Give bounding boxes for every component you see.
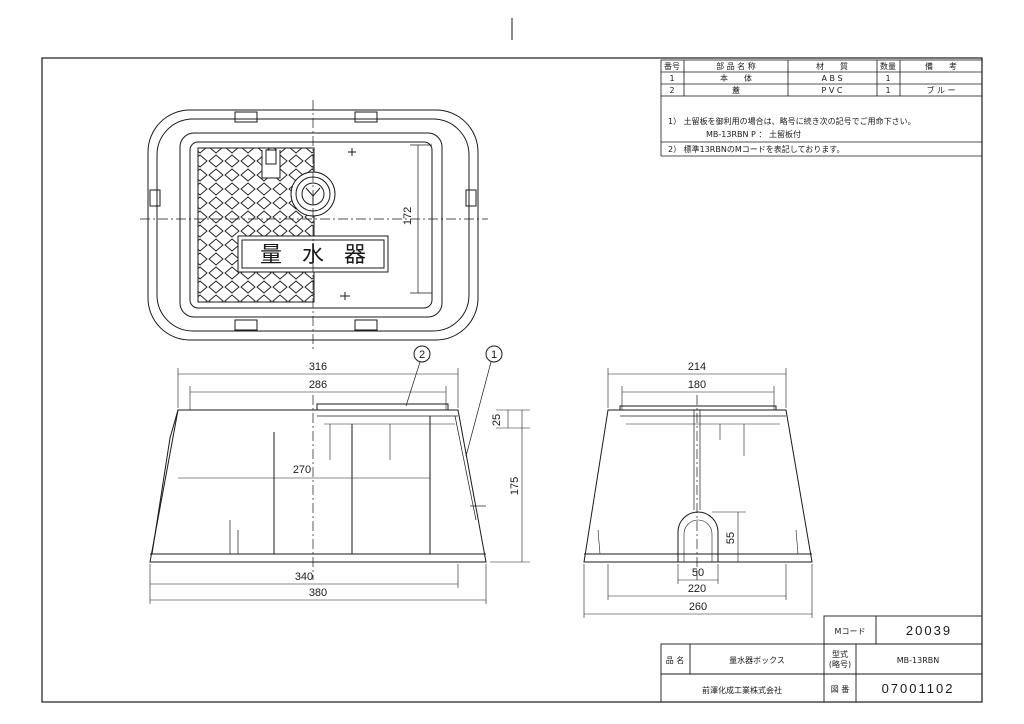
m-code-label: Mコード — [835, 627, 866, 636]
table-row-2-remark: ブ ル ー — [926, 85, 955, 95]
table-header-remark: 備 考 — [925, 61, 957, 71]
front-view — [149, 345, 530, 604]
lid-char-2: 水 — [302, 243, 324, 268]
top-view — [140, 100, 488, 352]
note-1-sub: MB-13RBN P ： 土留板付 — [706, 129, 801, 139]
dim-260: 260 — [689, 601, 707, 613]
lid-char-3: 器 — [344, 243, 366, 268]
dim-380: 380 — [309, 587, 327, 599]
table-row-2-no: 2 — [669, 86, 674, 95]
table-header-no: 番号 — [664, 61, 680, 71]
table-row-2-name: 蓋 — [732, 85, 740, 95]
table-row-1-no: 1 — [669, 74, 674, 83]
dim-175: 175 — [509, 477, 521, 495]
table-row-2-material: P V C — [822, 86, 843, 95]
name-label: 品 名 — [666, 655, 685, 665]
dim-25: 25 — [491, 414, 503, 426]
company-name: 前澤化成工業株式会社 — [702, 685, 782, 695]
model-label: 型式 — [832, 649, 848, 659]
drawing-no-value: 07001102 — [882, 681, 955, 696]
dim-220: 220 — [688, 583, 706, 595]
lid-char-1: 量 — [260, 243, 282, 268]
drawing-no-label: 図 番 — [831, 684, 850, 694]
table-header-name: 部 品 名 称 — [716, 61, 756, 71]
callout-1: 1 — [491, 349, 497, 361]
dim-316: 316 — [309, 361, 327, 373]
note-2: 2） 標準13RBNのMコードを表記しております。 — [668, 144, 844, 154]
callout-2: 2 — [419, 349, 425, 361]
dim-214: 214 — [688, 361, 706, 373]
table-header-material: 材 質 — [816, 61, 848, 71]
table-header-qty: 数量 — [880, 61, 896, 71]
notes-box — [660, 96, 982, 157]
table-row-1-name: 本 体 — [720, 73, 752, 83]
model-value: MB-13RBN — [897, 656, 940, 665]
dim-270: 270 — [293, 464, 311, 476]
dim-286: 286 — [309, 379, 327, 391]
table-row-1-qty: 1 — [885, 74, 890, 83]
table-row-2-qty: 1 — [885, 86, 890, 95]
m-code-value: 20039 — [906, 623, 952, 638]
title-block — [660, 615, 983, 703]
parts-table — [660, 59, 983, 97]
dim-340: 340 — [295, 571, 313, 583]
side-view — [583, 368, 813, 618]
dim-172: 172 — [402, 207, 414, 225]
dim-55: 55 — [725, 532, 737, 544]
dim-50: 50 — [692, 567, 704, 579]
sheet-border — [41, 57, 983, 703]
dim-180: 180 — [688, 379, 706, 391]
note-1: 1） 土留板を御利用の場合は、略号に続き次の記号でご用命下さい。 — [668, 116, 916, 126]
product-name: 量水器ボックス — [729, 655, 785, 665]
table-row-1-material: A B S — [821, 74, 842, 83]
model-label-sub: (略号) — [829, 659, 851, 669]
